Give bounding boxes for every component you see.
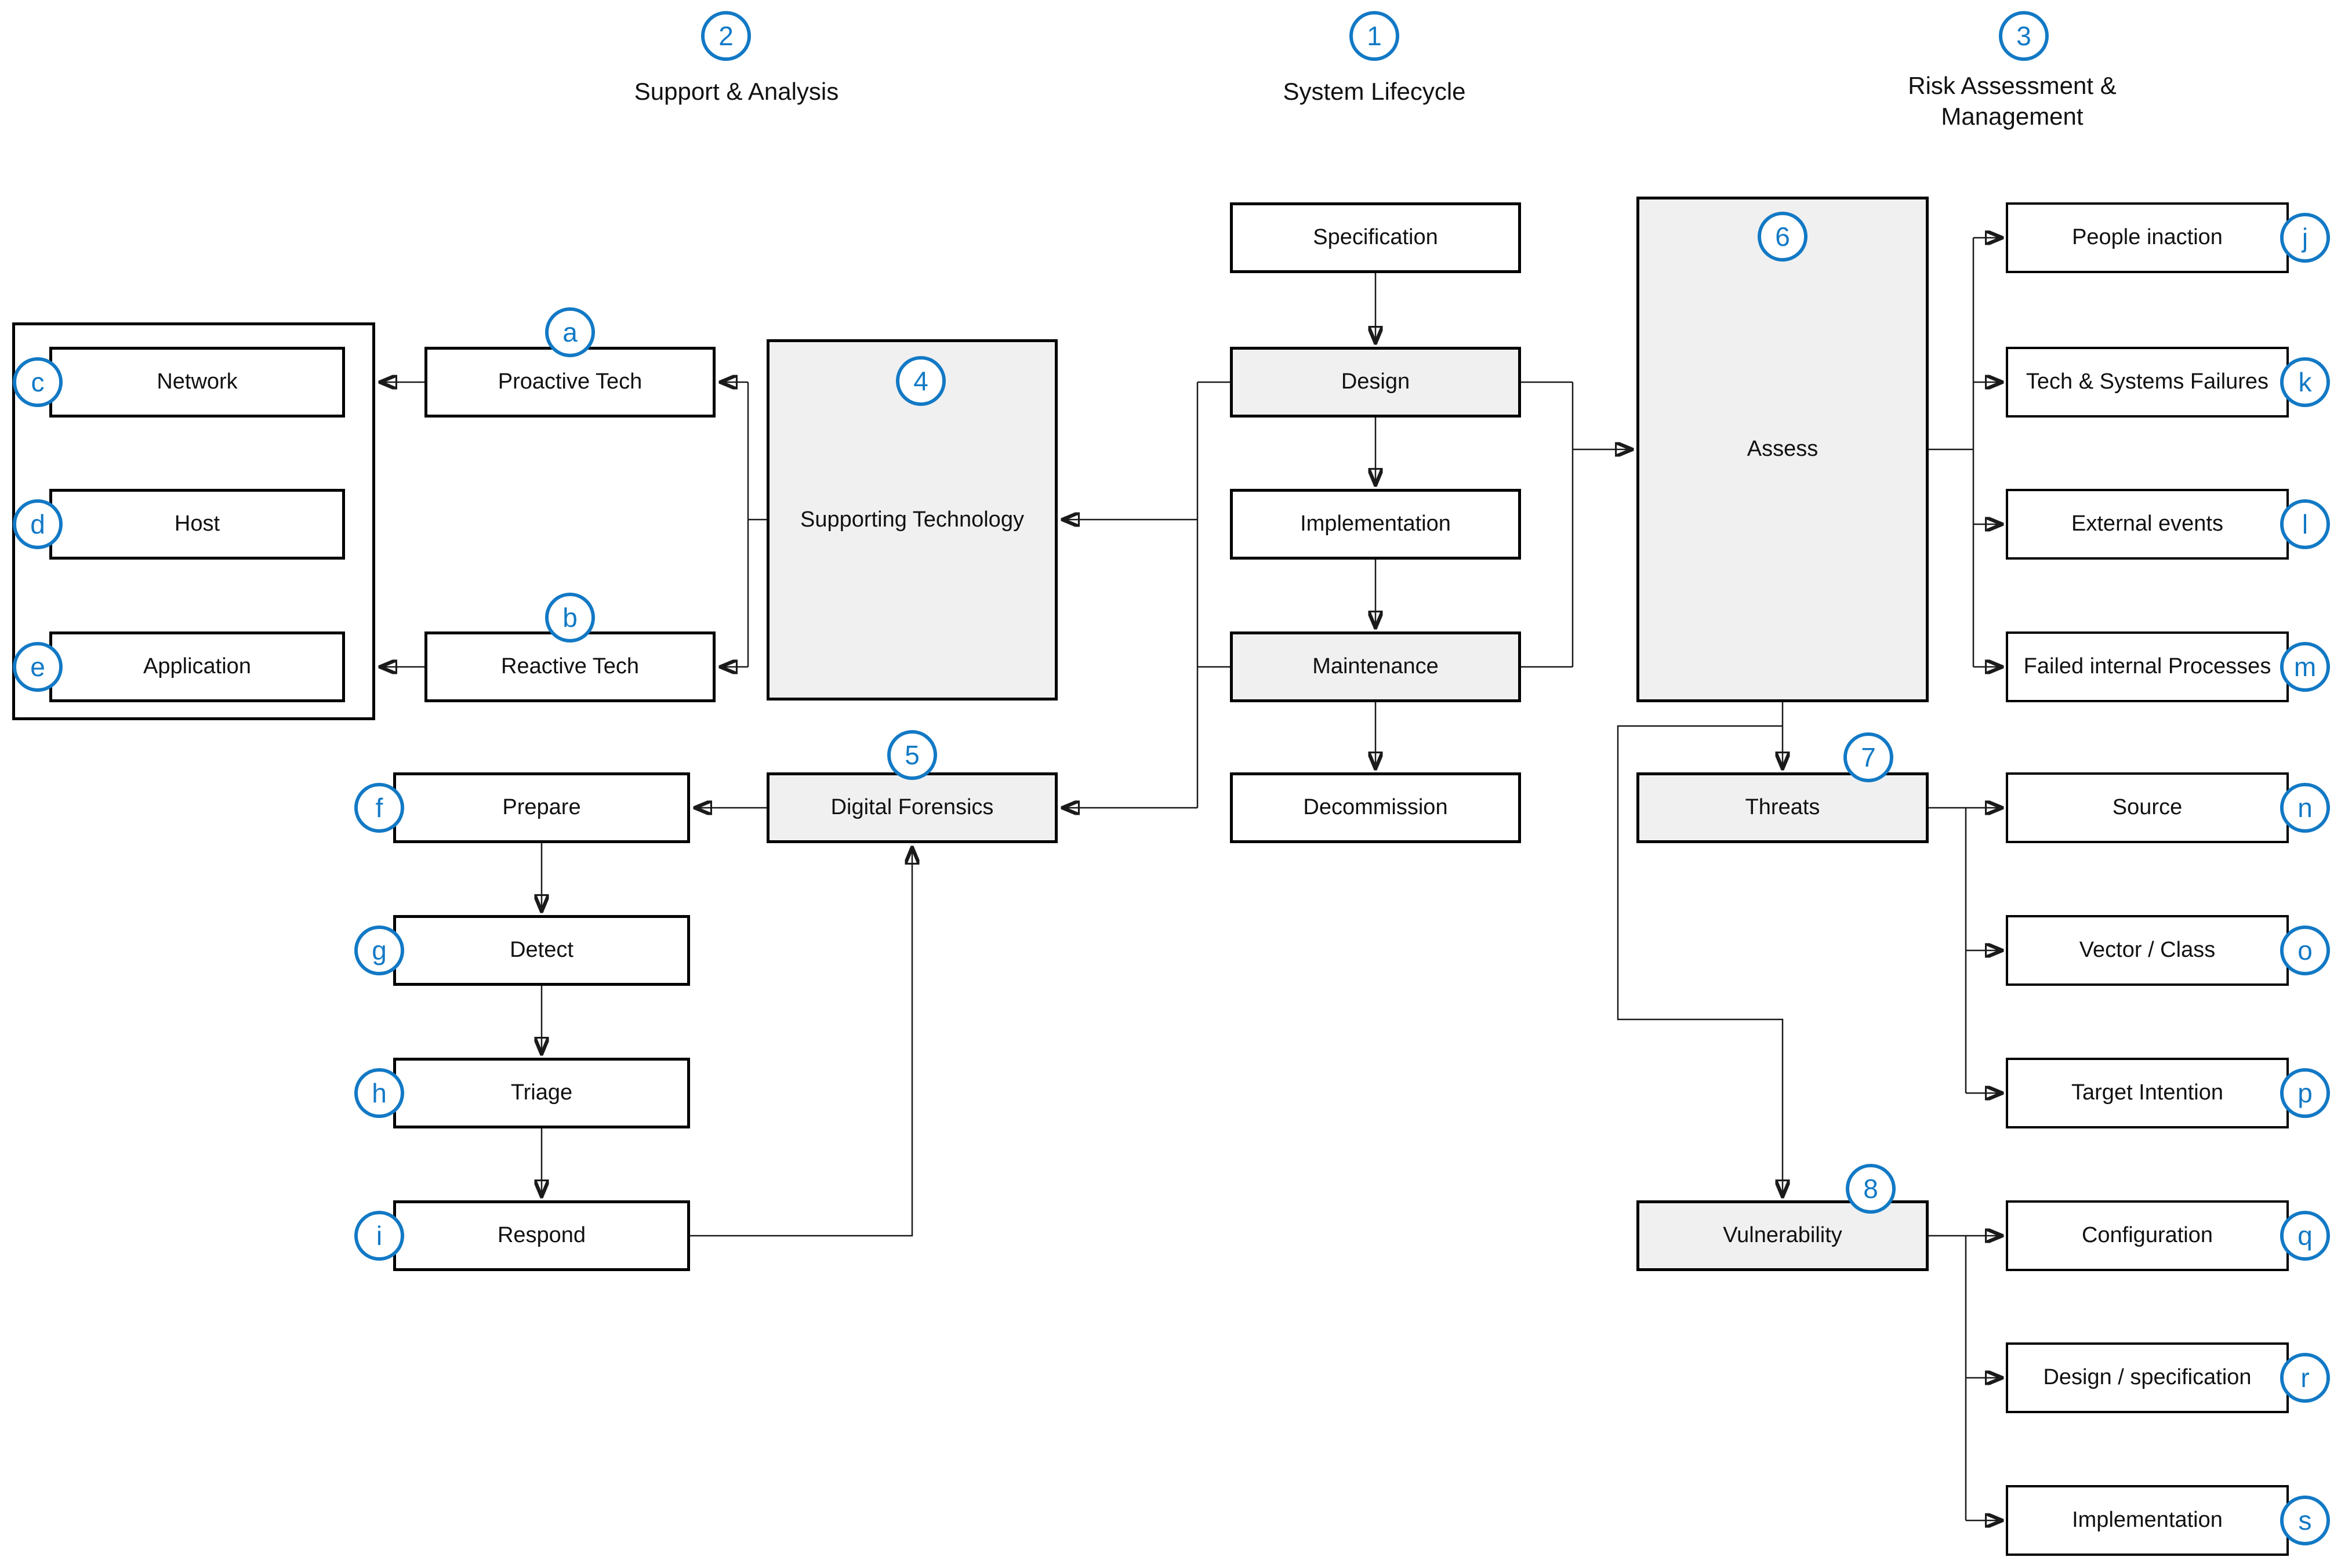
node-prepare: Prepare (393, 772, 690, 843)
node-label: People inaction (2072, 225, 2223, 250)
node-design-specification: Design / specification (2006, 1342, 2289, 1413)
badge-failed-internal-processes: m (2280, 642, 2330, 692)
badge-proactive-tech: a (545, 307, 595, 357)
badge-network: c (13, 357, 63, 407)
node-host: Host (49, 489, 345, 560)
node-label: Proactive Tech (498, 369, 643, 394)
node-decommission: Decommission (1230, 772, 1521, 843)
header-system-lifecycle: System Lifecycle (1283, 78, 1466, 105)
node-label: Vector / Class (2079, 938, 2216, 963)
badge-vulnerability: 8 (1846, 1164, 1896, 1214)
node-label: Assess (1747, 437, 1819, 462)
node-label: Specification (1313, 225, 1438, 250)
badge-triage: h (354, 1068, 404, 1118)
node-proactive-tech: Proactive Tech (424, 347, 716, 418)
badge-supporting-technology: 4 (896, 356, 946, 406)
badge-respond: i (354, 1211, 404, 1261)
node-label: Source (2112, 795, 2183, 820)
node-network: Network (49, 347, 345, 418)
node-configuration: Configuration (2006, 1200, 2289, 1271)
node-label: Triage (510, 1080, 573, 1105)
node-label: Reactive Tech (501, 654, 639, 679)
node-specification: Specification (1230, 202, 1521, 273)
node-label: External events (2071, 511, 2223, 536)
badge-vector-class: o (2280, 925, 2330, 975)
node-label: Detect (510, 938, 574, 963)
badge-risk-management: 3 (1999, 11, 2049, 61)
edge-assess-vulnerability (1617, 725, 1783, 1197)
badge-prepare: f (354, 783, 404, 833)
node-label: Supporting Technology (800, 507, 1024, 532)
node-people-inaction: People inaction (2006, 202, 2289, 273)
badge-threats: 7 (1843, 732, 1893, 782)
node-source: Source (2006, 772, 2289, 843)
badge-target-intention: p (2280, 1068, 2330, 1118)
badge-tech-systems-failures: k (2280, 357, 2330, 407)
badge-detect: g (354, 925, 404, 975)
node-reactive-tech: Reactive Tech (424, 631, 716, 702)
badge-design-specification: r (2280, 1353, 2330, 1403)
node-target-intention: Target Intention (2006, 1058, 2289, 1128)
node-label: Prepare (502, 795, 581, 820)
node-label: Design / specification (2043, 1365, 2252, 1390)
node-threats: Threats (1636, 772, 1929, 843)
badge-source: n (2280, 783, 2330, 833)
node-implementation: Implementation (1230, 489, 1521, 560)
node-detect: Detect (393, 915, 690, 986)
node-design: Design (1230, 347, 1521, 418)
node-label: Target Intention (2071, 1080, 2223, 1105)
badge-support-analysis: 2 (701, 11, 751, 61)
node-label: Design (1341, 369, 1410, 394)
node-tech-systems-failures: Tech & Systems Failures (2006, 347, 2289, 418)
node-maintenance: Maintenance (1230, 631, 1521, 702)
node-label: Tech & Systems Failures (2026, 369, 2269, 394)
badge-system-lifecycle: 1 (1349, 11, 1399, 61)
badge-people-inaction: j (2280, 213, 2330, 263)
node-label: Respond (497, 1223, 586, 1248)
node-failed-internal-processes: Failed internal Processes (2006, 631, 2289, 702)
node-label: Implementation (2072, 1508, 2223, 1533)
node-assess: Assess (1636, 197, 1929, 702)
node-vector-class: Vector / Class (2006, 915, 2289, 986)
node-external-events: External events (2006, 489, 2289, 560)
edge-respond-forensics (690, 847, 912, 1237)
node-label: Maintenance (1312, 654, 1439, 679)
node-label: Application (143, 654, 251, 679)
badge-reactive-tech: b (545, 593, 595, 643)
node-digital-forensics: Digital Forensics (767, 772, 1058, 843)
header-support-analysis: Support & Analysis (634, 78, 839, 105)
node-label: Failed internal Processes (2023, 654, 2271, 679)
header-risk-management: Risk Assessment & Management (1908, 72, 2117, 130)
badge-host: d (13, 499, 63, 549)
badge-external-events: l (2280, 499, 2330, 549)
node-label: Digital Forensics (830, 795, 994, 820)
badge-implementation-vuln: s (2280, 1496, 2330, 1545)
node-triage: Triage (393, 1058, 690, 1128)
node-label: Threats (1745, 795, 1820, 820)
node-label: Vulnerability (1723, 1223, 1842, 1248)
node-label: Host (174, 511, 220, 536)
badge-configuration: q (2280, 1211, 2330, 1261)
badge-application: e (13, 642, 63, 692)
badge-assess: 6 (1758, 212, 1807, 262)
node-implementation-vuln: Implementation (2006, 1485, 2289, 1556)
node-label: Network (157, 369, 238, 394)
node-respond: Respond (393, 1200, 690, 1271)
node-application: Application (49, 631, 345, 702)
node-vulnerability: Vulnerability (1636, 1200, 1929, 1271)
node-label: Implementation (1300, 511, 1451, 536)
badge-digital-forensics: 5 (887, 730, 937, 780)
node-label: Decommission (1303, 795, 1448, 820)
node-label: Configuration (2081, 1223, 2213, 1248)
